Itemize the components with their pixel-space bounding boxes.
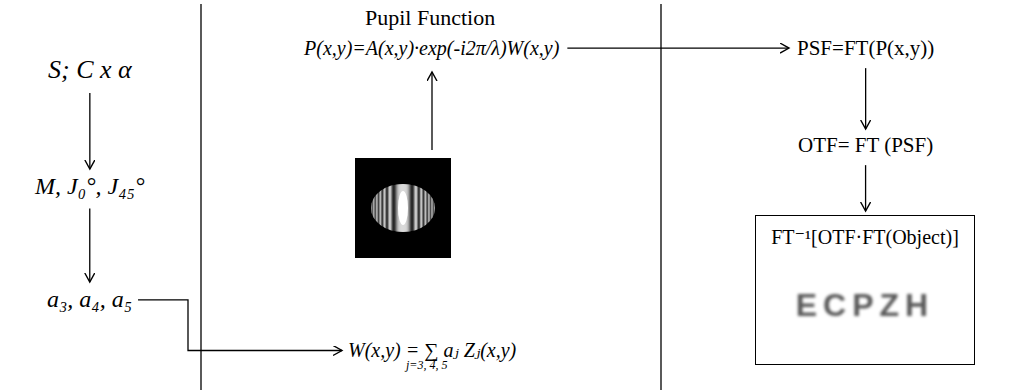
fringe-band	[373, 184, 374, 232]
fringe-band	[392, 184, 393, 232]
fringe-band	[382, 184, 383, 232]
fringe-band	[376, 184, 377, 232]
fringe-band	[423, 184, 424, 232]
coefficient-text: a₃, a₄, a₅	[47, 286, 132, 314]
formula-text: a₃, a₄, a₅	[47, 286, 132, 314]
flow-arrow	[138, 300, 342, 351]
fringe-band	[429, 184, 430, 232]
fringe-band	[380, 184, 381, 232]
pupil-fringes	[371, 184, 436, 232]
fringe-band	[378, 184, 379, 232]
fringe-band	[421, 184, 422, 232]
fringe-band	[387, 184, 388, 232]
fringe-band	[389, 184, 390, 232]
equation-text: W(x,y) = ∑ aⱼ Zⱼ(x,y)j=3, 4, 5	[348, 339, 516, 362]
equation-text: OTF= FT (PSF)	[798, 133, 933, 157]
formula-text: FT⁻¹[OTF·FT(Object)]	[766, 226, 964, 249]
column-divider	[200, 4, 201, 390]
fringe-band	[375, 184, 376, 232]
fringe-band	[413, 184, 414, 232]
fringe-band	[411, 184, 412, 232]
fringe-band	[386, 184, 387, 232]
fringe-band	[430, 184, 431, 232]
result-box: FT⁻¹[OTF·FT(Object)] ECPZH	[755, 215, 975, 365]
subscript-text: j=3, 4, 5	[406, 359, 447, 373]
fringe-band	[388, 184, 389, 232]
column-divider	[660, 4, 661, 390]
flow-arrow	[865, 165, 866, 211]
fringe-band	[418, 184, 419, 232]
equation-text: PSF=FT(P(x,y))	[797, 36, 934, 60]
fringe-band	[426, 184, 427, 232]
fringe-band	[393, 184, 394, 232]
fringe-band	[384, 184, 385, 232]
fringe-band	[412, 184, 413, 232]
fringe-band	[394, 184, 395, 232]
fringe-band	[390, 184, 391, 232]
formula-text: P(x,y)=A(x,y)·exp(-i2π/λ)W(x,y)	[304, 37, 559, 60]
fringe-band	[428, 184, 429, 232]
fringe-band	[432, 184, 433, 232]
fringe-band	[434, 184, 435, 232]
equation-text: P(x,y)=A(x,y)·exp(-i2π/λ)W(x,y)	[304, 37, 559, 60]
fringe-band	[415, 184, 416, 232]
fringe-band	[379, 184, 380, 232]
fringe-band	[416, 184, 417, 232]
parameter-text: S; C x α	[48, 55, 132, 85]
fringe-band	[431, 184, 432, 232]
formula-text: S; C x α	[48, 55, 132, 85]
fringe-band	[395, 184, 396, 232]
arrow-up	[431, 72, 432, 150]
flow-arrow	[89, 93, 90, 169]
fringe-band	[383, 184, 384, 232]
formula-text: M, J₀°, J₄₅°	[35, 173, 145, 201]
fringe-band	[414, 184, 415, 232]
fringe-band	[422, 184, 423, 232]
fringe-band	[391, 184, 392, 232]
fringe-band	[397, 184, 398, 232]
fringe-band	[424, 184, 425, 232]
fringe-band	[385, 184, 386, 232]
fringe-band	[419, 184, 420, 232]
pupil-image	[355, 158, 451, 258]
fringe-band	[420, 184, 421, 232]
fringe-band	[425, 184, 426, 232]
fringe-band	[410, 184, 411, 232]
fringe-band	[374, 184, 375, 232]
flow-arrow	[567, 47, 789, 48]
fringe-center	[398, 191, 408, 225]
fringe-band	[377, 184, 378, 232]
parameter-text: M, J₀°, J₄₅°	[35, 173, 145, 201]
flow-arrow	[865, 68, 866, 129]
fringe-band	[417, 184, 418, 232]
flow-arrow	[89, 209, 90, 282]
formula-text: PSF=FT(P(x,y))	[797, 36, 934, 60]
fringe-band	[381, 184, 382, 232]
blurred-optotypes: ECPZH	[766, 287, 964, 324]
fringe-band	[396, 184, 397, 232]
fringe-band	[372, 184, 373, 232]
formula-text: OTF= FT (PSF)	[798, 133, 933, 157]
fringe-band	[371, 184, 372, 232]
fringe-band	[409, 184, 410, 232]
fringe-band	[427, 184, 428, 232]
fringe-band	[433, 184, 434, 232]
column-title: Pupil Function	[365, 5, 495, 31]
fringe-band	[435, 184, 436, 232]
